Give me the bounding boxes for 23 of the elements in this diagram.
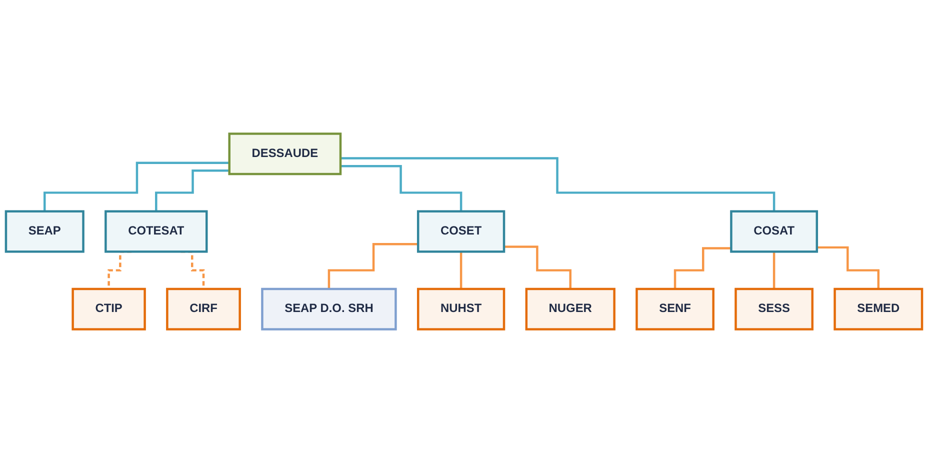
connector <box>504 246 572 290</box>
node-box: CIRF <box>166 288 241 330</box>
connector <box>674 247 732 290</box>
connector <box>772 250 776 290</box>
node-box: SEAP D.O. SRH <box>261 288 397 330</box>
node-box: DESSAUDE <box>228 132 342 176</box>
connector <box>460 250 462 290</box>
node-box: SEMED <box>834 288 924 330</box>
node-box: COSAT <box>730 210 818 253</box>
connector <box>340 157 776 212</box>
connector <box>328 243 418 290</box>
connector <box>155 170 230 212</box>
connector <box>816 246 880 290</box>
node-box: NUHST <box>416 288 506 330</box>
node-box: SEAP <box>4 210 84 253</box>
connector <box>340 165 462 212</box>
node-box: COSET <box>416 210 506 253</box>
node-box: SENF <box>636 288 714 330</box>
node-box: COTESAT <box>104 210 208 253</box>
node-box: NUGER <box>525 288 616 330</box>
connector <box>44 162 230 212</box>
node-box: SESS <box>734 288 814 330</box>
node-box: CTIP <box>72 288 146 330</box>
